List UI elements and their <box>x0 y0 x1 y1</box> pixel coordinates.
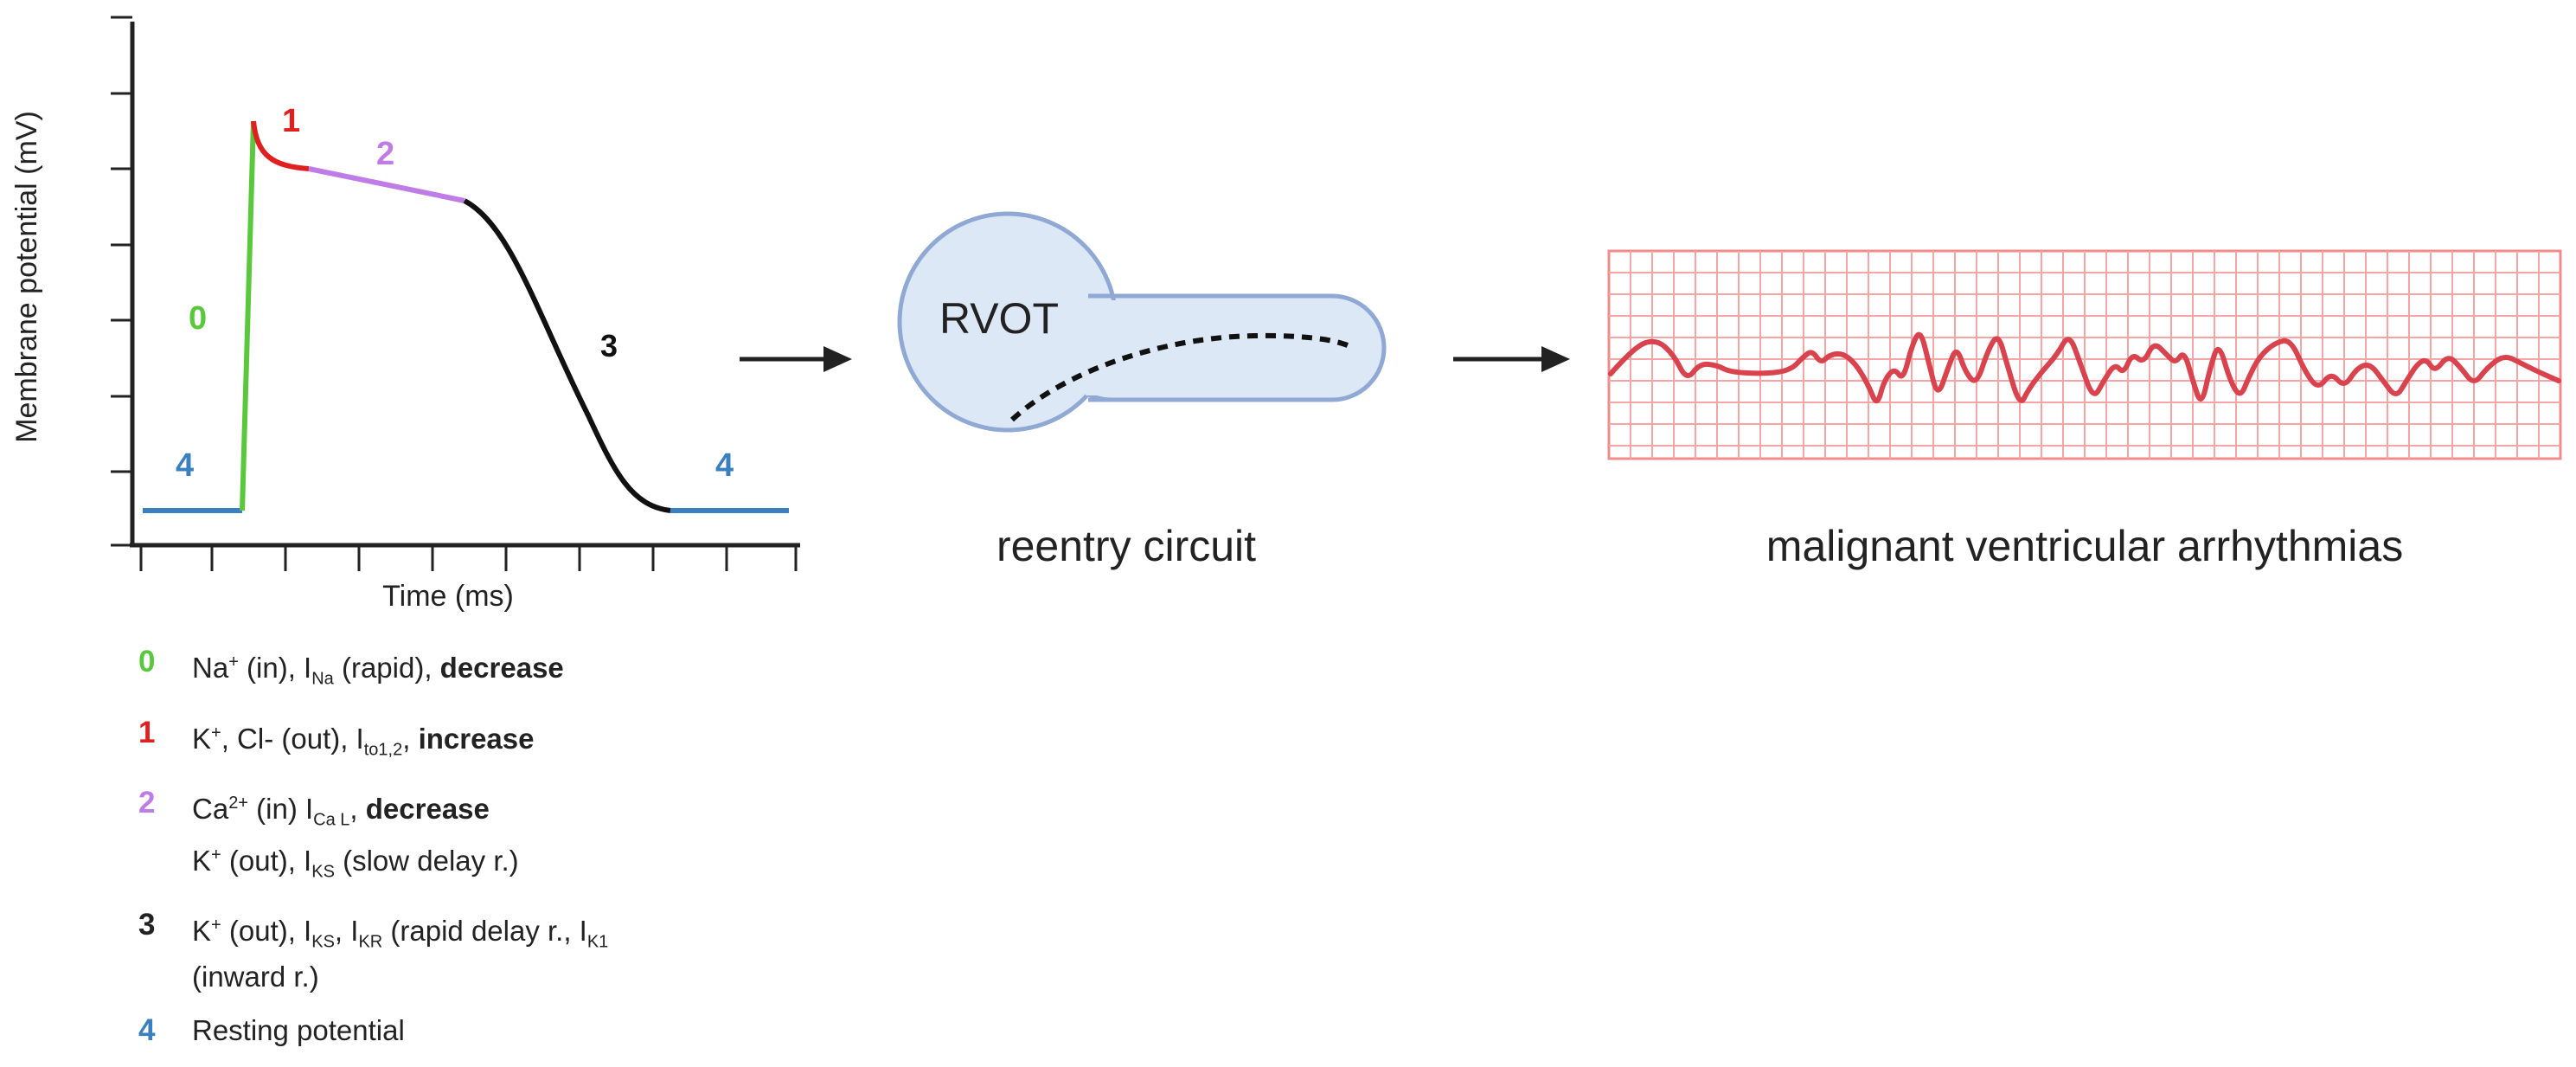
y-axis-ticks <box>111 16 132 547</box>
legend-row-phase-0: 0 Na+ (in), INa (rapid), decrease <box>138 645 744 697</box>
phase-label-4-right: 4 <box>715 447 734 484</box>
legend-text-line: Na+ (in), INa (rapid), decrease <box>192 652 564 689</box>
phase-label-0: 0 <box>189 300 207 337</box>
phase-3-curve <box>463 198 671 513</box>
ecg-trace <box>1608 331 2561 404</box>
legend-text-line: K+ (out), IKS (slow delay r.) <box>192 844 519 882</box>
legend-text-line: K+ (out), IKS, IKR (rapid delay r., IK1 <box>192 915 609 952</box>
x-axis-ticks <box>139 545 798 571</box>
legend-text-line: (inward r.) <box>192 960 319 993</box>
reentry-caption: reentry circuit <box>996 522 1256 570</box>
action-potential-graph: 1 2 0 3 4 4 Membrane potential (mV) Time… <box>10 16 800 613</box>
phase-2-curve <box>308 166 465 203</box>
legend-phase-number: 1 <box>138 715 156 749</box>
legend-text-line: Ca2+ (in) ICa L, decrease <box>192 793 490 830</box>
ecg-strip: malignant ventricular arrhythmias <box>1607 249 2562 570</box>
phase-label-1: 1 <box>282 103 300 139</box>
legend-phase-number: 0 <box>138 645 156 678</box>
legend-phase-number: 3 <box>138 908 156 942</box>
figure-canvas: 1 2 0 3 4 4 Membrane potential (mV) Time… <box>10 16 2562 613</box>
phase-0-curve <box>240 120 256 511</box>
legend-row-phase-1: 1 K+, Cl- (out), Ito1,2, increase <box>138 716 744 768</box>
legend-phase-number: 4 <box>138 1012 156 1047</box>
rvot-label: RVOT <box>939 294 1059 343</box>
x-axis-label: Time (ms) <box>382 580 514 613</box>
reentry-circuit-diagram: RVOT reentry circuit <box>897 211 1387 570</box>
phase-legend: 0 Na+ (in), INa (rapid), decrease 1 K+, Cl-… <box>138 645 744 1067</box>
phase-label-3: 3 <box>600 328 618 363</box>
arrow-to-ecg <box>1453 346 1570 372</box>
phase-label-4-left: 4 <box>176 447 194 484</box>
legend-row-phase-2: 2 Ca2+ (in) ICa L, decrease K+ (out), IKS … <box>138 786 744 889</box>
arrow-to-reentry <box>740 346 852 372</box>
legend-phase-number: 2 <box>138 786 156 820</box>
legend-row-phase-3: 3 K+ (out), IKS, IKR (rapid delay r., IK1… <box>138 908 744 994</box>
reentry-path-dashed <box>1009 332 1351 422</box>
legend-text-line: K+, Cl- (out), Ito1,2, increase <box>192 722 535 760</box>
legend-text-line: Resting potential <box>192 1013 405 1046</box>
legend-row-phase-4: 4 Resting potential <box>138 1013 744 1048</box>
y-axis-label: Membrane potential (mV) <box>10 111 43 443</box>
phase-label-2: 2 <box>376 136 394 172</box>
ecg-grid-lines <box>1609 251 2560 459</box>
ecg-caption: malignant ventricular arrhythmias <box>1766 522 2403 570</box>
phase-1-curve <box>251 120 310 171</box>
